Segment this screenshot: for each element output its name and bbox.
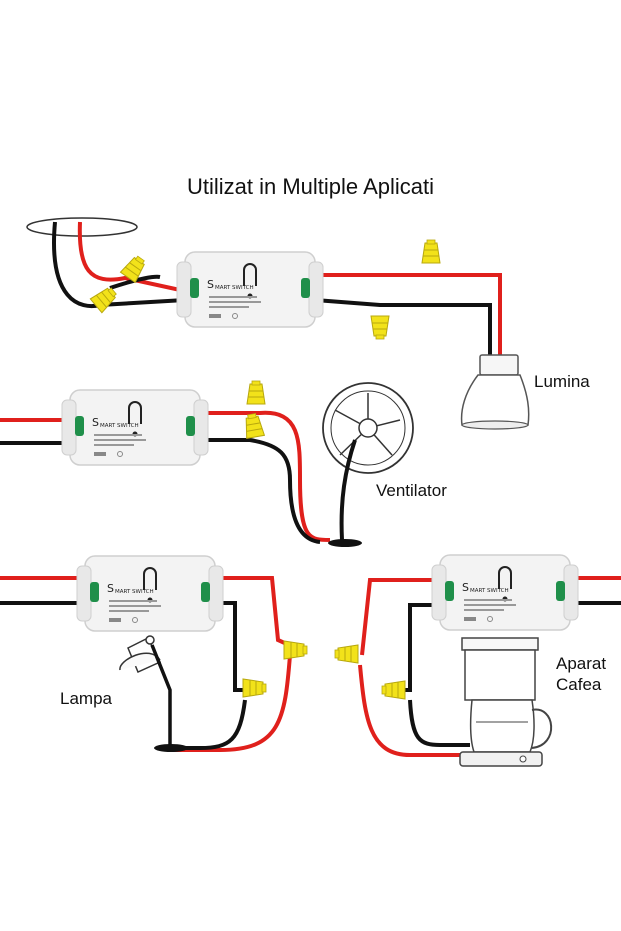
label-lampa: Lampa xyxy=(60,689,112,708)
neutral-wire-in xyxy=(52,221,190,309)
desk-lamp-icon xyxy=(119,635,188,752)
neutral-wire-out xyxy=(314,298,492,355)
coffee-maker-icon xyxy=(459,637,553,767)
live-wire-out xyxy=(315,273,502,355)
panel-aparat-cafea xyxy=(334,554,621,767)
wire-connector-icon xyxy=(334,644,359,664)
panel-ventilator xyxy=(0,380,414,547)
label-lumina: Lumina xyxy=(534,372,590,391)
wire-connector-icon xyxy=(242,678,267,698)
wire-connector-icon xyxy=(246,380,266,405)
panel-lampa xyxy=(0,555,308,752)
fan-icon xyxy=(322,382,414,547)
smart-switch-icon xyxy=(176,251,324,328)
wire-connector-icon xyxy=(370,315,390,340)
panel-lumina xyxy=(26,217,530,430)
smart-switch-icon xyxy=(431,554,579,631)
wire-connector-icon xyxy=(283,640,308,660)
diagram-title: Utilizat in Multiple Aplicati xyxy=(187,174,434,199)
ceiling-light-icon xyxy=(460,354,530,430)
smart-switch-icon xyxy=(76,555,224,632)
wire-connector-icon xyxy=(421,239,441,264)
live-wire-in xyxy=(77,221,190,292)
smart-switch-icon xyxy=(61,389,209,466)
ceiling-box-outline xyxy=(26,217,138,237)
wire-connector-icon xyxy=(242,412,265,439)
label-aparat: Aparat xyxy=(556,654,607,673)
label-cafea: Cafea xyxy=(556,675,602,694)
label-ventilator: Ventilator xyxy=(376,481,447,500)
wire-connector-icon xyxy=(381,680,406,700)
